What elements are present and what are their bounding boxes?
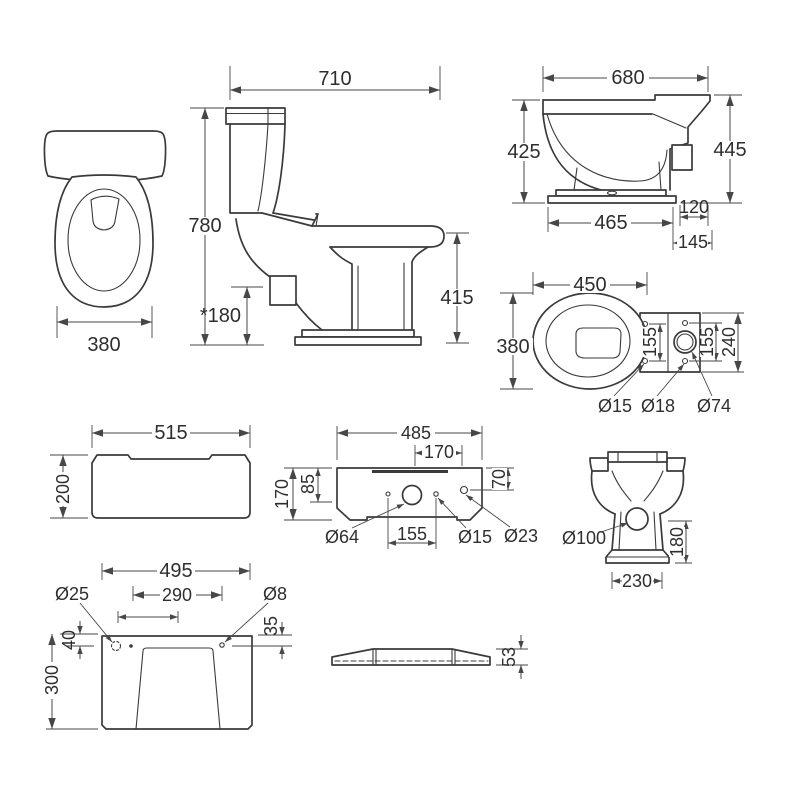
dim-base-bolt-span: 290 [162,585,192,605]
dim-pan-front-height: 425 [507,141,540,163]
cistern-back-view: 485 170 170 85 70 155 Ø64 Ø15 Ø23 [272,423,538,549]
side-hole [459,485,469,495]
dim-cistern-width: 485 [401,423,431,443]
dim-pan-back-height: 445 [713,139,746,161]
cistern-outline [43,130,167,182]
label-left-fixing-hole: Ø25 [55,584,89,604]
lid-outline [91,454,251,519]
dim-cistern-flush-drop: 85 [298,474,318,494]
toilet-side-view: 710 780 *180 415 [184,66,477,346]
dim-seat-width: 380 [87,334,120,356]
dim-lid-profile-height: 53 [499,647,519,667]
dim-side-outlet-height: *180 [200,305,241,327]
dim-base-height: 300 [42,665,62,695]
label-back-holes: Ø18 [641,396,675,416]
dim-lid-depth: 200 [53,474,73,504]
dim-panback-base-width: 230 [622,571,652,591]
pan-back-view: 180 230 Ø100 [562,451,692,591]
outlet-hole [625,507,649,531]
flush-inlet-detail [90,195,120,231]
dim-base-width: 495 [159,560,192,582]
flush-hole-inner [676,333,694,351]
dim-pan-base-depth: 465 [594,212,627,234]
dim-panback-outlet-height: 180 [667,527,687,557]
label-side-hole: Ø23 [504,526,538,546]
dim-side-bowl-height: 415 [440,287,473,309]
dim-cistern-side-drop: 70 [489,469,509,489]
pan-top-view: 450 380 155 155 240 Ø15 Ø18 Ø74 [493,272,744,416]
dim-pantop-left-spacing: 155 [640,327,660,357]
label-flush-valve-hole: Ø64 [325,527,359,547]
left-fixing-hole [110,640,122,652]
label-flush-hole: Ø74 [697,396,731,416]
label-inlet-hole: Ø15 [458,527,492,547]
flush-hole-outer [673,330,697,354]
dim-cistern-height: 170 [272,479,292,509]
flush-valve-hole [401,484,423,506]
pan-outlet-spigot [671,144,693,171]
inlet-hole [433,491,439,497]
seat-outline [54,174,154,308]
cistern-body-outline [336,467,483,521]
lid-profile-outline [331,648,491,666]
dim-pantop-depth: 380 [496,336,529,358]
dim-pan-outlet-bottom: 145 [678,232,708,252]
dim-pan-outlet-top: 120 [679,197,709,217]
pan-sump-outline [575,327,622,359]
dim-pan-depth: 680 [611,67,644,89]
dim-side-depth: 710 [318,68,351,90]
cistern-lid-side-view: 53 [331,635,528,679]
label-right-fixing-hole: Ø8 [263,584,287,604]
dim-pantop-width: 450 [573,274,606,296]
dim-cistern-hole-spacing: 155 [397,524,427,544]
pan-side-view: 680 425 445 465 120 145 [504,66,750,252]
base-front-view: 495 290 40 35 300 Ø25 Ø8 [42,560,292,730]
base-sump-outline [135,647,221,730]
right-fixing-hole [219,642,225,648]
dim-base-right-hole-drop: 35 [261,616,281,636]
dim-base-left-hole-drop: 40 [59,630,79,650]
dim-lid-width: 515 [154,422,187,444]
dim-cistern-hole-span: 170 [424,442,454,462]
label-seat-holes: Ø15 [598,396,632,416]
seat-top-view: 380 [43,130,167,356]
base-outline [101,635,253,730]
dim-side-height: 780 [188,215,221,237]
label-outlet-hole: Ø100 [562,528,606,548]
side-outlet-spigot [269,275,297,306]
cistern-lid-top-view: 515 200 [50,422,251,519]
seat-inner-ring [67,188,141,292]
dim-pantop-platform-depth: 240 [719,327,739,357]
dim-pantop-right-spacing: 155 [697,327,717,357]
